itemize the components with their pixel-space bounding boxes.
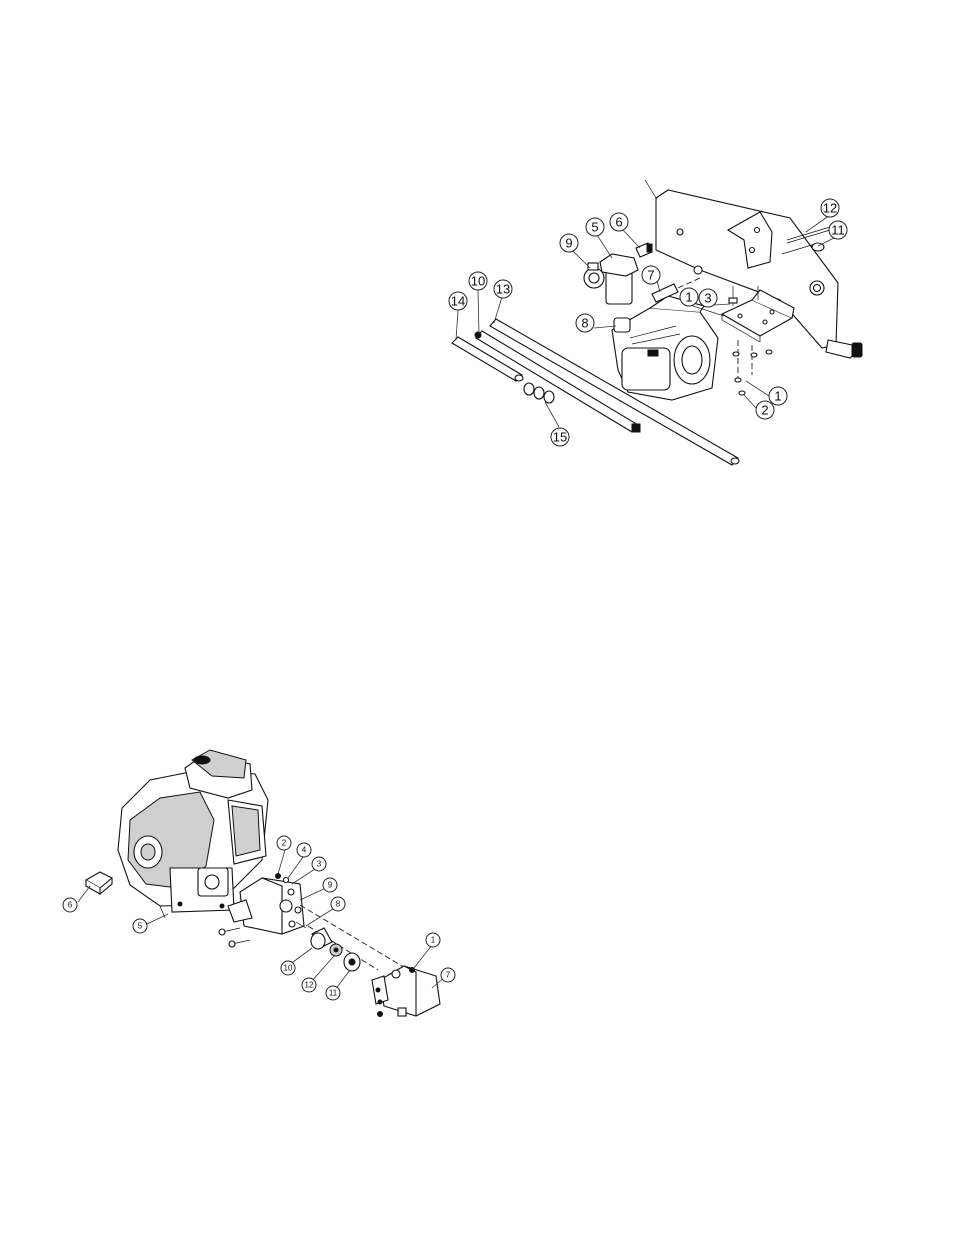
callout-11-lower: 11 — [326, 986, 340, 1000]
svg-text:6: 6 — [68, 901, 73, 910]
callout-9: 8 — [576, 314, 594, 332]
plate-6 — [86, 872, 112, 894]
callout-13: 13 — [494, 280, 512, 298]
callout-15: 15 — [551, 428, 569, 446]
callout-7-lower: 7 — [441, 968, 455, 982]
fitting-6 — [636, 243, 652, 257]
svg-text:5: 5 — [591, 220, 598, 235]
engine-9 — [612, 296, 718, 400]
callout-3: 3 — [699, 289, 717, 307]
pump-7 — [372, 966, 440, 1017]
svg-text:2: 2 — [282, 839, 287, 848]
callout-4: 4 — [297, 843, 311, 857]
callout-1-pump: 1 — [426, 933, 440, 947]
callout-5-lower: 5 — [133, 919, 147, 933]
callout-8-lower: 8 — [331, 897, 345, 911]
callout-2-upper: 2 — [756, 401, 774, 419]
clamps-15 — [524, 383, 554, 403]
spider-12 — [330, 944, 342, 956]
svg-text:7: 7 — [647, 268, 654, 283]
filter-5 — [584, 254, 638, 304]
svg-text:12: 12 — [823, 201, 837, 216]
callout-12-upper: 10 — [469, 272, 487, 290]
svg-text:10: 10 — [471, 274, 485, 289]
callout-7: 7 — [642, 266, 660, 284]
callout-9-lower: 9 — [323, 878, 337, 892]
svg-text:7: 7 — [446, 971, 451, 980]
callout-3-lower: 3 — [312, 857, 326, 871]
mount-plate — [722, 286, 794, 395]
callout-6: 6 — [610, 213, 628, 231]
svg-text:1: 1 — [431, 936, 436, 945]
svg-text:2: 2 — [761, 403, 768, 418]
callout-12-lower: 12 — [302, 978, 316, 992]
callout-2-lower: 2 — [277, 836, 291, 850]
callout-8: 9 — [560, 234, 578, 252]
svg-text:6: 6 — [615, 215, 622, 230]
svg-text:14: 14 — [451, 294, 465, 309]
callout-14: 14 — [449, 292, 467, 310]
upper-diagram: 12 11 5 6 9 7 1 3 8 10 13 14 15 1 2 — [449, 180, 862, 465]
svg-text:1: 1 — [685, 290, 692, 305]
lower-diagram: 2 4 3 9 8 10 12 11 1 7 5 6 — [63, 750, 455, 1017]
svg-text:9: 9 — [328, 881, 333, 890]
callout-1-upper: 1 — [680, 288, 698, 306]
callout-5: 5 — [586, 218, 604, 236]
fitting-8 — [588, 263, 598, 270]
svg-text:3: 3 — [317, 860, 322, 869]
svg-text:10: 10 — [284, 964, 293, 973]
svg-text:9: 9 — [565, 236, 572, 251]
callout-10: 11 — [829, 221, 847, 239]
svg-text:11: 11 — [831, 223, 845, 238]
svg-text:3: 3 — [704, 291, 711, 306]
callout-11: 12 — [821, 199, 839, 217]
svg-text:1: 1 — [774, 389, 781, 404]
coupling-11 — [344, 953, 360, 971]
svg-text:11: 11 — [329, 989, 338, 998]
svg-text:13: 13 — [496, 282, 510, 297]
coupling-10 — [311, 928, 332, 949]
svg-text:4: 4 — [302, 846, 307, 855]
svg-text:12: 12 — [305, 981, 314, 990]
svg-text:5: 5 — [138, 922, 143, 931]
callout-6-lower: 6 — [63, 898, 77, 912]
callout-1-lower: 1 — [769, 387, 787, 405]
svg-text:15: 15 — [553, 430, 567, 445]
svg-text:8: 8 — [336, 900, 341, 909]
svg-text:8: 8 — [581, 316, 588, 331]
callout-10-lower: 10 — [281, 961, 295, 975]
